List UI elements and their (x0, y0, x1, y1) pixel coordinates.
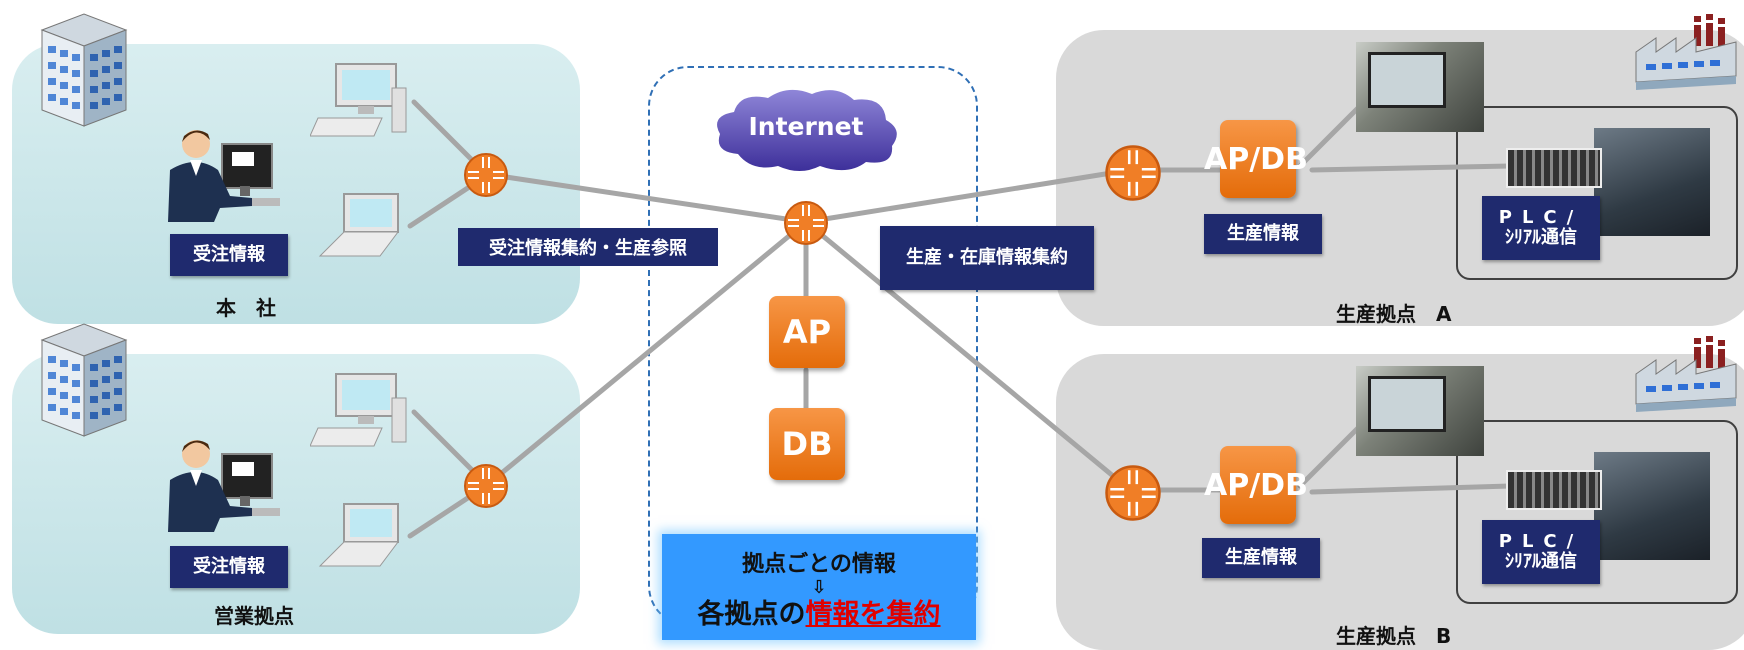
plant-a-machine-photo (1594, 128, 1710, 236)
info-line-3-highlight: 情報を集約 (805, 599, 941, 630)
router-icon (464, 464, 508, 508)
plant-a-monitor-photo (1356, 42, 1484, 132)
link-cloud-plant-a (803, 167, 1133, 225)
plant-a-plc-photo (1506, 148, 1602, 188)
router-icon (784, 201, 828, 245)
desktop-pc-icon (310, 63, 407, 137)
factory-icon (1635, 336, 1737, 412)
internet-label: Internet (748, 112, 864, 141)
link-sales-cloud (483, 219, 809, 489)
info-line-3: 各拠点の情報を集約 (662, 598, 976, 632)
plant-b-apdb-server: AP/DB (1204, 446, 1308, 524)
link-hq-cloud (483, 171, 809, 225)
info-line-3-prefix: 各拠点の (697, 599, 806, 630)
router-icon (1105, 465, 1161, 521)
plant-b-plc-photo (1506, 470, 1602, 510)
right-link-label: 生産・在庫情報集約 (880, 226, 1094, 290)
plant-b-plc-line1: PLC/ (1498, 531, 1584, 553)
hq-site-label: 本 社 (216, 296, 276, 320)
plant-b-monitor-photo (1356, 366, 1484, 456)
plant-a-device-frame (1456, 106, 1738, 280)
plant-a-site-label: 生産拠点 A (1336, 302, 1452, 326)
router-icon (464, 153, 508, 197)
sales-site-label: 営業拠点 (214, 604, 294, 628)
link-cloud-plant-b (803, 219, 1133, 493)
monitor-screen (1368, 52, 1446, 108)
db-server: DB (769, 408, 845, 480)
plant-b-device-frame (1456, 420, 1738, 604)
building-icon (40, 13, 128, 127)
link-plant-a-plc (1309, 163, 1513, 173)
aggregation-info-box: 拠点ごとの情報 ⇩ 各拠点の情報を集約 (662, 534, 976, 640)
laptop-icon (318, 503, 399, 567)
laptop-icon (318, 193, 399, 257)
operator-icon (168, 440, 280, 532)
desktop-pc-icon (310, 373, 407, 447)
link-plant-b-plc (1309, 483, 1513, 495)
plant-b-production-info: 生産情報 (1202, 538, 1320, 578)
left-link-label: 受注情報集約・生産参照 (458, 228, 718, 266)
building-icon (40, 323, 128, 437)
internet-cloud-icon (717, 89, 897, 171)
operator-icon (168, 130, 280, 222)
monitor-screen (1368, 376, 1446, 432)
plant-b-plc-label: PLC/ ｼﾘｱﾙ通信 (1482, 520, 1600, 584)
ap-server: AP (769, 296, 845, 368)
plant-a-plc-line1: PLC/ (1498, 207, 1584, 229)
plant-a-plc-line2: ｼﾘｱﾙ通信 (1505, 227, 1577, 248)
plant-a-production-info: 生産情報 (1204, 214, 1322, 254)
sales-order-info-label: 受注情報 (170, 546, 288, 588)
router-icon (1105, 145, 1161, 201)
factory-icon (1635, 14, 1737, 90)
plant-b-plc-line2: ｼﾘｱﾙ通信 (1505, 551, 1577, 572)
info-line-1: 拠点ごとの情報 (742, 552, 896, 577)
hq-order-info-label: 受注情報 (170, 234, 288, 276)
down-arrow-icon: ⇩ (811, 577, 827, 598)
plant-a-apdb-server: AP/DB (1204, 120, 1308, 198)
plant-b-machine-photo (1594, 452, 1710, 560)
plant-b-site-label: 生産拠点 B (1336, 624, 1452, 648)
plant-a-plc-label: PLC/ ｼﾘｱﾙ通信 (1482, 196, 1600, 260)
